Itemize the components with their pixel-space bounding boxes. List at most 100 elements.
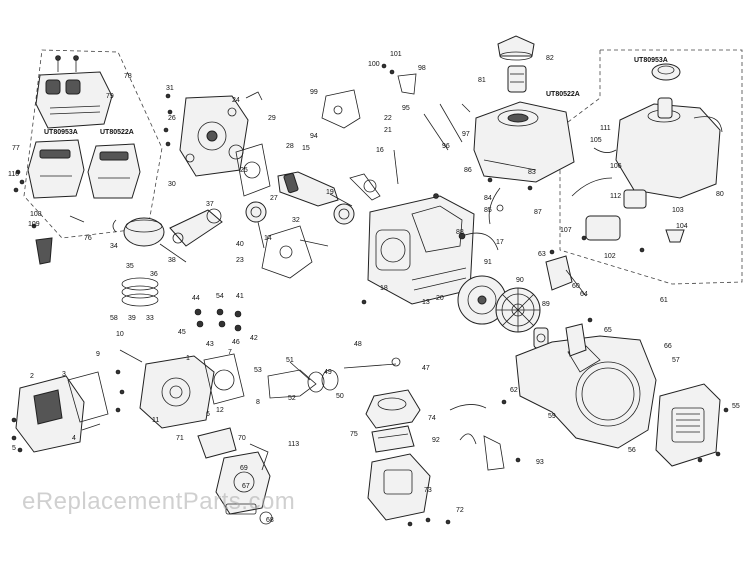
cooling-fan xyxy=(495,287,541,333)
callout-number: 97 xyxy=(462,131,470,138)
callout-number: 78 xyxy=(124,73,132,80)
governor-arm xyxy=(349,149,399,201)
callout-number: 23 xyxy=(236,257,244,264)
callout-number: 80 xyxy=(716,191,724,198)
callout-number: 18 xyxy=(380,285,388,292)
muffler-gasket-and-bolts xyxy=(13,169,85,265)
callout-number: 61 xyxy=(660,297,668,304)
callout-number: 76 xyxy=(84,235,92,242)
callout-number: 104 xyxy=(676,223,688,230)
callout-number: 21 xyxy=(384,127,392,134)
callout-number: 6 xyxy=(206,411,210,418)
kit-label: UT80522A xyxy=(100,129,134,136)
engine-block xyxy=(361,193,475,305)
callout-number: 30 xyxy=(168,181,176,188)
rocker-cover xyxy=(11,375,85,453)
callout-number: 19 xyxy=(326,189,334,196)
connecting-rod xyxy=(169,208,223,247)
callout-number: 63 xyxy=(538,251,546,258)
piston xyxy=(112,217,187,263)
watermark: eReplacementParts.com xyxy=(22,488,296,515)
callout-number: 110 xyxy=(8,171,19,178)
callout-number: 7 xyxy=(228,349,232,356)
callout-number: 16 xyxy=(376,147,384,154)
callout-number: 54 xyxy=(216,293,224,300)
callout-number: 5 xyxy=(12,445,16,452)
callout-number: 32 xyxy=(292,217,300,224)
callout-number: 9 xyxy=(96,351,100,358)
callout-number: 22 xyxy=(384,115,392,122)
callout-number: 88 xyxy=(456,229,464,236)
callout-number: 103 xyxy=(672,207,684,214)
callout-number: 49 xyxy=(324,369,332,376)
callout-number: 91 xyxy=(484,259,492,266)
camshaft xyxy=(245,201,267,249)
callout-number: 68 xyxy=(266,517,274,524)
callout-number: 34 xyxy=(110,243,118,250)
control-cables xyxy=(423,103,471,151)
callout-number: 12 xyxy=(216,407,224,414)
callout-number: 33 xyxy=(146,315,154,322)
kit-label: UT80953A xyxy=(634,57,668,64)
callout-number: 52 xyxy=(288,395,296,402)
callout-number: 26 xyxy=(168,115,176,122)
callout-number: 71 xyxy=(176,435,184,442)
callout-number: 96 xyxy=(442,143,450,150)
callout-number: 46 xyxy=(232,339,240,346)
callout-number: 29 xyxy=(268,115,276,122)
rocker-cover-gasket xyxy=(67,371,109,431)
callout-number: 89 xyxy=(542,301,550,308)
callout-number: 4 xyxy=(72,435,76,442)
callout-number: 112 xyxy=(610,193,621,200)
callout-number: 44 xyxy=(192,295,200,302)
callout-number: 36 xyxy=(150,271,158,278)
fuel-strainer xyxy=(507,65,527,93)
callout-number: 70 xyxy=(238,435,246,442)
crankcase-gasket xyxy=(235,143,271,197)
callout-number: 59 xyxy=(548,413,556,420)
callout-number: 40 xyxy=(236,241,244,248)
callout-number: 109 xyxy=(28,221,40,228)
callout-number: 53 xyxy=(254,367,262,374)
fuel-line xyxy=(488,187,504,225)
crankcase-cover xyxy=(163,91,263,177)
crankshaft xyxy=(277,171,353,207)
callout-number: 67 xyxy=(242,483,250,490)
ignition-coil xyxy=(545,249,587,297)
recoil-starter xyxy=(655,383,729,467)
air-filter-element xyxy=(371,425,415,453)
callout-number: 102 xyxy=(604,253,616,260)
callout-number: 11 xyxy=(152,417,159,424)
callout-number: 105 xyxy=(590,137,602,144)
fuel-cap xyxy=(497,35,535,61)
engine-switch xyxy=(565,317,593,357)
kit-fuel-cap xyxy=(651,63,681,81)
callout-number: 57 xyxy=(672,357,680,364)
callout-number: 37 xyxy=(206,201,214,208)
callout-number: 99 xyxy=(310,89,318,96)
head-gasket xyxy=(203,353,245,405)
air-cleaner-base xyxy=(367,453,451,527)
callout-number: 75 xyxy=(350,431,358,438)
callout-number: 73 xyxy=(424,487,432,494)
callout-number: 43 xyxy=(206,341,214,348)
callout-number: 72 xyxy=(456,507,464,514)
callout-number: 27 xyxy=(270,195,278,202)
callout-number: 83 xyxy=(528,169,536,176)
callout-number: 64 xyxy=(580,291,588,298)
throttle-bracket xyxy=(321,63,417,129)
callout-number: 58 xyxy=(110,315,118,322)
callout-number: 82 xyxy=(546,55,554,62)
kit-label: UT80522A xyxy=(546,91,580,98)
callout-number: 1 xyxy=(186,355,190,362)
muffler-heat-shield xyxy=(35,55,113,129)
fuel-tank xyxy=(473,101,575,191)
piston-rings xyxy=(121,277,159,307)
callout-number: 28 xyxy=(286,143,294,150)
callout-number: 86 xyxy=(464,167,472,174)
callout-number: 108 xyxy=(30,211,42,218)
callout-number: 66 xyxy=(664,343,672,350)
callout-number: 38 xyxy=(168,257,176,264)
callout-number: 15 xyxy=(302,145,310,152)
